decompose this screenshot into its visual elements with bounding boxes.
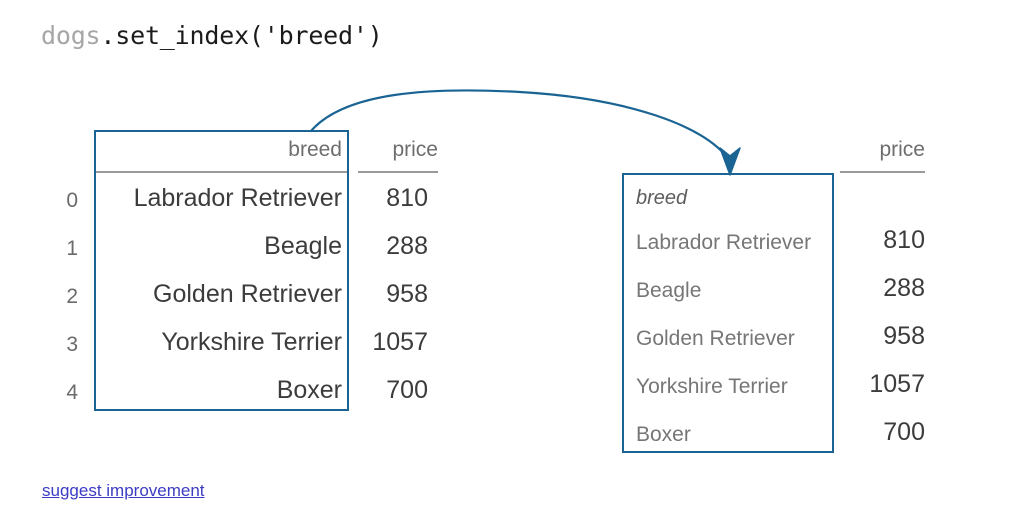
right-index-name-breed: breed xyxy=(636,187,688,209)
right-price-1: 288 xyxy=(883,274,925,302)
right-index-column-highlight xyxy=(622,173,834,453)
right-price-2: 958 xyxy=(883,322,925,350)
right-index-4: Boxer xyxy=(636,423,691,446)
right-price-0: 810 xyxy=(883,226,925,254)
left-breed-column-highlight xyxy=(94,130,349,411)
left-price-4: 700 xyxy=(386,376,428,404)
right-column-header-price: price xyxy=(879,138,925,161)
left-price-0: 810 xyxy=(386,184,428,212)
left-breed-2: Golden Retriever xyxy=(153,280,342,308)
left-index-1: 1 xyxy=(66,237,78,260)
right-index-3: Yorkshire Terrier xyxy=(636,375,788,398)
left-breed-4: Boxer xyxy=(276,376,342,404)
suggest-improvement-link[interactable]: suggest improvement xyxy=(42,481,205,500)
left-breed-0: Labrador Retriever xyxy=(133,184,342,212)
left-breed-1: Beagle xyxy=(264,232,342,260)
left-price-2: 958 xyxy=(386,280,428,308)
left-price-header-rule xyxy=(358,171,438,173)
right-price-3: 1057 xyxy=(869,370,925,398)
title-object: dogs xyxy=(41,21,101,50)
right-index-1: Beagle xyxy=(636,279,702,302)
left-index-2: 2 xyxy=(66,285,78,308)
left-breed-3: Yorkshire Terrier xyxy=(161,328,342,356)
left-column-header-price: price xyxy=(392,138,438,161)
right-index-0: Labrador Retriever xyxy=(636,231,812,254)
title-call: .set_index('breed') xyxy=(100,21,383,50)
left-index-4: 4 xyxy=(66,381,78,404)
left-index-3: 3 xyxy=(66,333,78,356)
right-price-header-rule xyxy=(840,171,925,173)
left-index-0: 0 xyxy=(66,189,78,212)
right-price-4: 700 xyxy=(883,418,925,446)
left-breed-header-rule xyxy=(96,171,348,173)
left-price-3: 1057 xyxy=(372,328,428,356)
left-price-1: 288 xyxy=(386,232,428,260)
right-index-2: Golden Retriever xyxy=(636,327,795,350)
page-title: dogs.set_index('breed') xyxy=(41,21,383,50)
arrow-head-icon xyxy=(719,147,741,176)
